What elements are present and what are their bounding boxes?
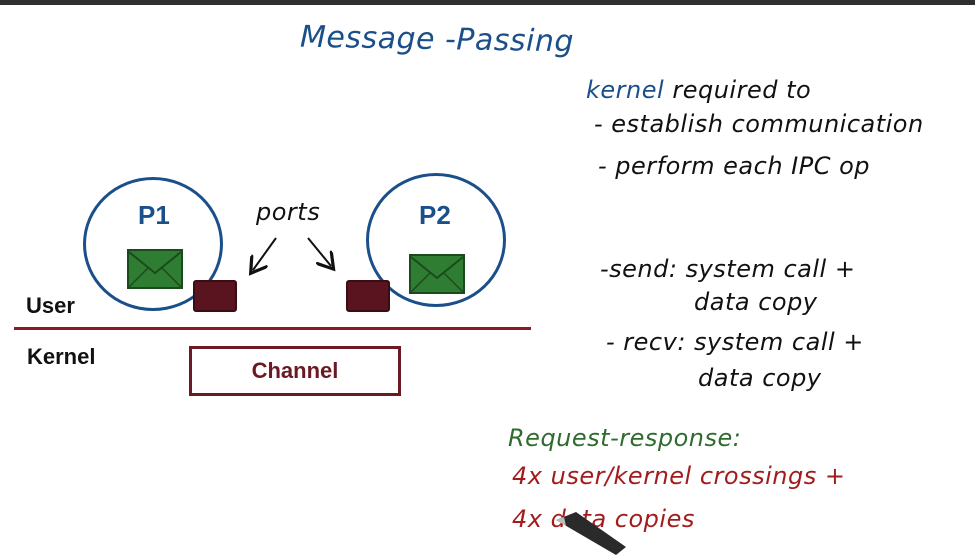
kernel-required-line: kernel required to xyxy=(586,76,811,104)
request-response-crossings: 4x user/kernel crossings + xyxy=(512,462,846,490)
top-bar xyxy=(0,0,975,5)
kernel-word: kernel xyxy=(586,76,665,104)
note-send-line1: -send: system call + xyxy=(600,255,856,283)
note-recv-line2: data copy xyxy=(698,364,822,392)
note-establish-communication: - establish communication xyxy=(594,110,924,138)
kernel-required-text: required to xyxy=(672,76,812,104)
request-response-heading: Request-response: xyxy=(508,424,742,452)
process-p2-label: P2 xyxy=(419,200,451,230)
user-kernel-boundary xyxy=(14,327,531,330)
request-response-copies: 4x data copies xyxy=(512,505,695,533)
pen-cursor-icon xyxy=(556,512,626,555)
arrow-to-port-p2 xyxy=(307,237,331,266)
channel-box: Channel xyxy=(189,346,401,396)
envelope-icon xyxy=(409,254,465,294)
process-p1-label: P1 xyxy=(138,200,170,230)
ports-label: ports xyxy=(256,198,321,226)
envelope-icon xyxy=(127,249,183,289)
user-space-label: User xyxy=(26,293,75,318)
port-p2 xyxy=(346,280,390,312)
note-recv-line1: - recv: system call + xyxy=(606,328,864,356)
process-p1-circle xyxy=(83,177,223,311)
kernel-space-label: Kernel xyxy=(27,344,96,369)
note-send-line2: data copy xyxy=(694,288,818,316)
port-p1 xyxy=(193,280,237,312)
process-p2-circle xyxy=(366,173,506,307)
note-perform-ipc: - perform each IPC op xyxy=(598,152,871,180)
arrow-to-port-p1 xyxy=(253,237,277,270)
